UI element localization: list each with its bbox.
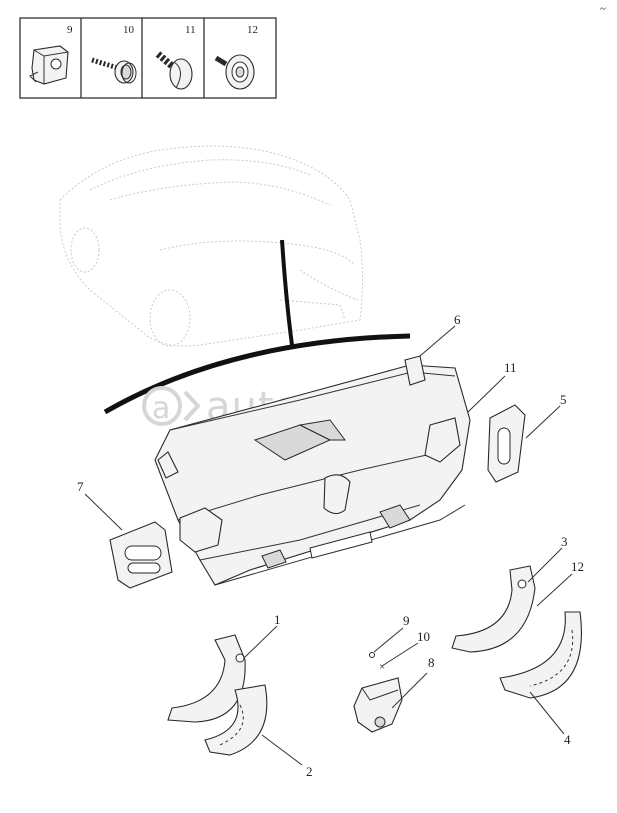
fastener-cell-number: 12 (247, 24, 258, 36)
pointer-stroke (280, 239, 294, 346)
fastener-cell-number: 11 (185, 24, 196, 36)
square-clip-icon (29, 45, 69, 85)
callout-7: 7 (77, 479, 84, 494)
left-pillar-trim-lower (204, 684, 268, 756)
right-pillar-trim-lower (499, 611, 582, 699)
right-pillar-trim-upper (451, 565, 536, 653)
screw-marker: × (379, 661, 385, 673)
car-outline-illustration (59, 145, 363, 347)
leader-lines (84, 325, 573, 766)
corner-mark: ~ (600, 3, 606, 15)
svg-text:a: a (152, 391, 171, 426)
callout-8: 8 (428, 655, 435, 670)
left-pillar-trim-upper (167, 634, 246, 723)
clip-marker (369, 652, 375, 658)
grommet-icon (214, 54, 255, 90)
callout-2: 2 (306, 764, 313, 779)
fastener-cell-number: 9 (67, 24, 73, 36)
striker-cover (353, 677, 403, 733)
fastener-table: 9 10 11 12 (19, 17, 277, 99)
callout-4: 4 (564, 732, 571, 747)
screw-icon (91, 57, 137, 84)
pointer-arc (103, 333, 411, 415)
push-pin-icon (155, 51, 193, 90)
callout-11: 11 (504, 360, 517, 375)
fastener-cell-number: 10 (123, 24, 135, 36)
callout-9: 9 (403, 613, 410, 628)
callout-5: 5 (560, 392, 567, 407)
callout-3: 3 (561, 534, 568, 549)
handle-cover-right (487, 404, 526, 483)
callout-1: 1 (274, 612, 281, 627)
handle-cover-left (109, 521, 173, 589)
callout-12: 12 (571, 559, 584, 574)
callout-6: 6 (454, 312, 461, 327)
callout-10: 10 (417, 629, 430, 644)
trunk-lid-trim-panel (154, 355, 471, 586)
